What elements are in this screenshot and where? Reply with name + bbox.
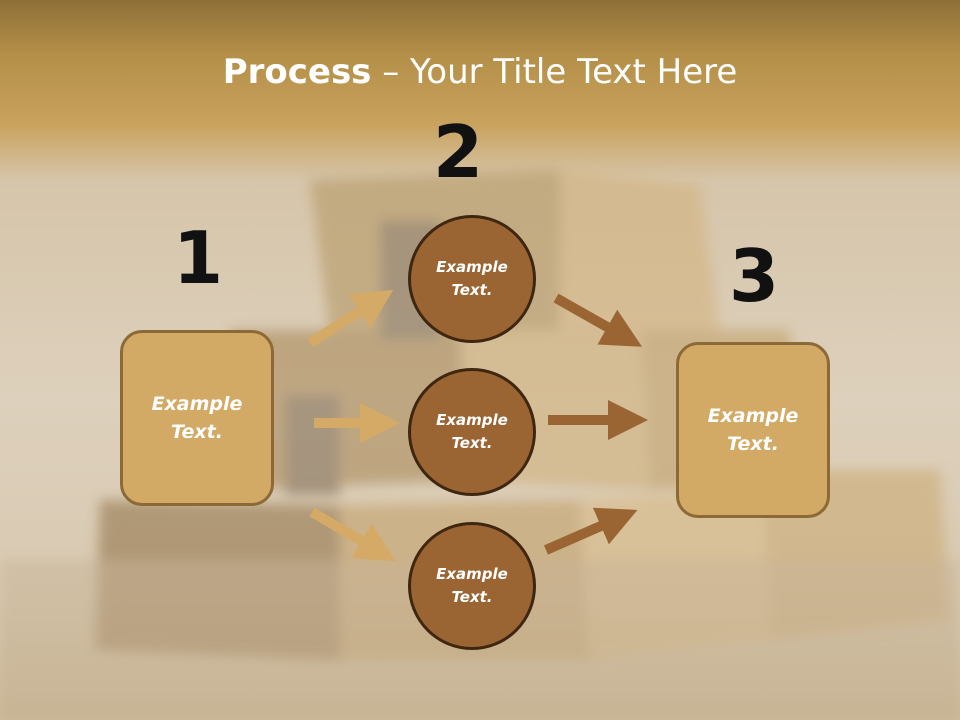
step-2-text-middle: Example Text. [436,410,508,452]
step-1-box: Example Text. [120,330,274,506]
step-2-circle-top: Example Text. [408,215,536,343]
arrow-2-bottom-to-3 [543,507,638,555]
step-2-circle-middle: Example Text. [408,368,536,496]
step-2-text-bottom: Example Text. [436,564,508,606]
step-number-2: 2 [432,110,484,194]
title-rest: – Your Title Text Here [371,52,738,92]
slide-title: Process – Your Title Text Here [0,52,960,92]
arrow-2-top-to-3 [553,293,643,347]
step-1-text: Example Text. [151,392,243,444]
step-3-box: Example Text. [676,342,830,518]
step-3-text: Example Text. [707,404,799,456]
arrow-1-to-2-bottom [309,507,396,562]
arrow-1-to-2-top [307,289,394,348]
step-number-1: 1 [172,216,224,300]
title-bold: Process [222,52,372,92]
step-2-text-top: Example Text. [436,257,508,299]
step-2-circle-bottom: Example Text. [408,522,536,650]
step-number-3: 3 [728,234,780,318]
